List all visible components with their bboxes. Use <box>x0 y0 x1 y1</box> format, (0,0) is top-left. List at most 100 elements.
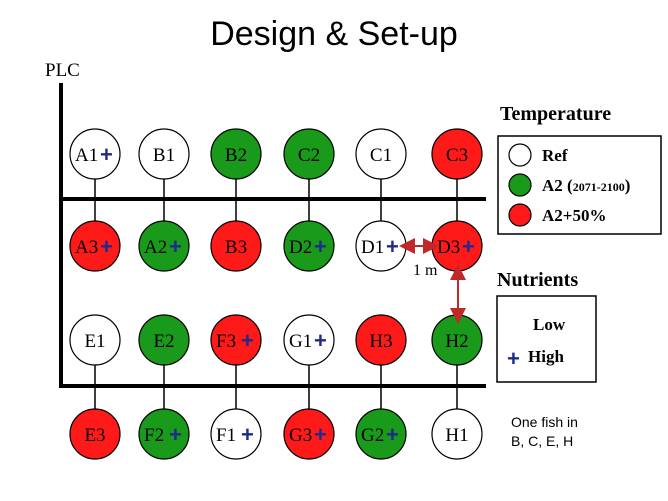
tank-node-g2: G2+ <box>355 408 407 460</box>
plus-icon: + <box>241 422 254 447</box>
tank-label: B2 <box>225 145 247 166</box>
plus-icon: + <box>100 234 113 259</box>
tank-label: C1 <box>370 145 392 166</box>
nutrients-legend-box <box>496 295 597 383</box>
tank-node-h1: H1 <box>431 408 483 460</box>
tank-label: C2 <box>298 145 320 166</box>
tank-circle <box>138 128 190 180</box>
tank-label: F2 <box>144 425 164 446</box>
plus-icon: + <box>314 234 327 259</box>
tank-label: B3 <box>225 237 247 258</box>
tank-circle <box>210 220 262 272</box>
tank-label: D1 <box>361 237 384 258</box>
plus-icon: + <box>314 328 327 353</box>
diagram-title: Design & Set-up <box>210 15 458 53</box>
tank-node-d3: D3+ <box>431 220 483 272</box>
tank-label: H2 <box>445 331 468 352</box>
tank-node-d2: D2+ <box>283 220 335 272</box>
tank-node-g1: G1+ <box>283 314 335 366</box>
tank-circle <box>355 314 407 366</box>
tank-node-g3: G3+ <box>283 408 335 460</box>
tank-label: F3 <box>216 331 236 352</box>
tank-label: A1 <box>75 145 98 166</box>
plus-icon: + <box>507 346 520 371</box>
nutrients-legend: Nutrients Low + High <box>496 269 597 383</box>
tank-circle <box>69 314 121 366</box>
tank-circle <box>283 314 335 366</box>
tank-node-c3: C3 <box>431 128 483 180</box>
tank-node-b3: B3 <box>210 220 262 272</box>
tank-circle <box>138 314 190 366</box>
tank-circle <box>283 220 335 272</box>
tank-circle <box>431 128 483 180</box>
tank-label: G1 <box>289 331 312 352</box>
tank-node-h2: H2 <box>431 314 483 366</box>
tank-node-c2: C2 <box>283 128 335 180</box>
tank-circle <box>210 128 262 180</box>
tank-circle <box>210 408 262 460</box>
tank-node-f1: F1+ <box>210 408 262 460</box>
legend-swatch-ref <box>508 143 532 167</box>
tank-label: H1 <box>445 425 468 446</box>
tank-circle <box>355 128 407 180</box>
tank-circle <box>283 128 335 180</box>
plus-icon: + <box>169 422 182 447</box>
tank-node-d1: D1+ <box>355 220 407 272</box>
tank-node-f2: F2+ <box>138 408 190 460</box>
tank-label: E1 <box>84 331 105 352</box>
legend-label-a2-50: A2+50% <box>542 206 606 225</box>
legend-label-a2-period: 2071-2100 <box>573 180 625 194</box>
tank-label: E3 <box>84 425 105 446</box>
plc-label: PLC <box>45 60 80 81</box>
tank-label: F1 <box>216 425 236 446</box>
plus-icon: + <box>314 422 327 447</box>
tank-circle <box>355 408 407 460</box>
distance-marker: 1 m <box>399 238 466 324</box>
nutrients-legend-high: High <box>528 347 564 366</box>
legend-swatch-a2-50 <box>508 203 532 227</box>
tank-label: B1 <box>153 145 175 166</box>
plus-icon: + <box>169 234 182 259</box>
nutrients-legend-title: Nutrients <box>497 269 578 291</box>
tank-node-c1: C1 <box>355 128 407 180</box>
tank-label: D3 <box>437 237 460 258</box>
tank-node-b1: B1 <box>138 128 190 180</box>
tank-node-h3: H3 <box>355 314 407 366</box>
tank-node-a2: A2+ <box>138 220 190 272</box>
tank-label: A2 <box>144 237 167 258</box>
plus-icon: + <box>462 234 475 259</box>
tank-node-a3: A3+ <box>69 220 121 272</box>
distance-label: 1 m <box>413 262 438 279</box>
nutrients-legend-low: Low <box>533 315 566 334</box>
legend-label-ref: Ref <box>542 146 568 165</box>
tank-label: H3 <box>369 331 392 352</box>
tank-label: A3 <box>75 237 98 258</box>
tank-circle <box>210 314 262 366</box>
row-connectors <box>94 179 458 409</box>
tank-label: E2 <box>153 331 174 352</box>
legend-label-a2: A2 (2071-2100) <box>542 176 630 195</box>
temperature-legend: Temperature Ref A2 (2071-2100) A2+50% <box>497 103 662 235</box>
tank-circle <box>69 408 121 460</box>
tank-node-e1: E1 <box>69 314 121 366</box>
plus-icon: + <box>241 328 254 353</box>
plus-icon: + <box>386 422 399 447</box>
plus-icon: + <box>100 142 113 167</box>
tank-circle <box>138 220 190 272</box>
temperature-legend-title: Temperature <box>500 103 611 125</box>
setup-frame <box>59 83 486 388</box>
tank-node-e3: E3 <box>69 408 121 460</box>
plus-icon: + <box>386 234 399 259</box>
fish-note: One fish in B, C, E, H <box>511 414 578 449</box>
fish-note-line2: B, C, E, H <box>511 433 573 449</box>
tank-node-b2: B2 <box>210 128 262 180</box>
legend-swatch-a2 <box>508 173 532 197</box>
tank-label: D2 <box>289 237 312 258</box>
tank-circle <box>69 128 121 180</box>
tank-circle <box>283 408 335 460</box>
tank-circle <box>69 220 121 272</box>
tank-circle <box>431 408 483 460</box>
tank-node-a1: A1+ <box>69 128 121 180</box>
